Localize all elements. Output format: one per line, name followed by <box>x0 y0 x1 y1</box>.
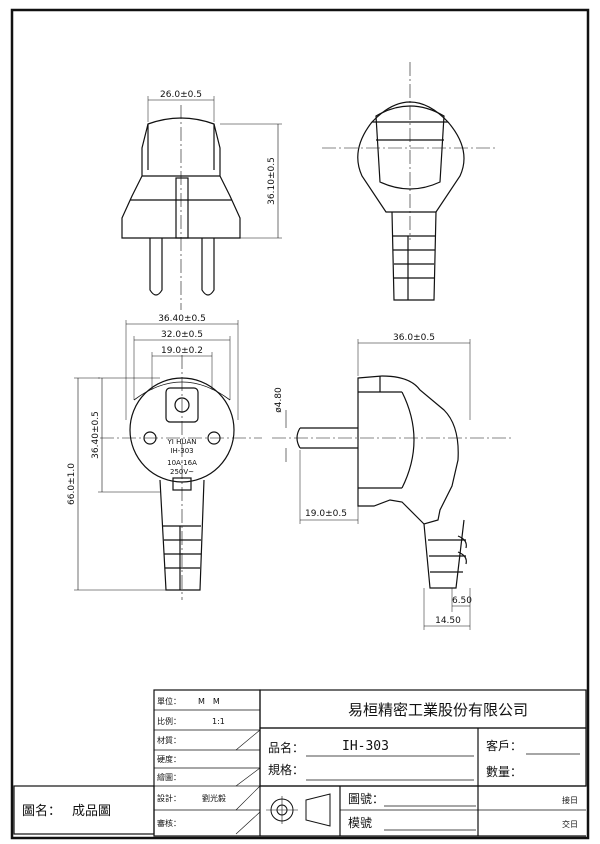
sheet-border <box>10 8 590 840</box>
dim-label-side-diameter: ø4.80 <box>274 387 284 413</box>
scale-label: 比例： <box>157 716 181 726</box>
plug-brand-text: YI HUAN <box>167 438 197 446</box>
material-label: 材質： <box>157 735 181 745</box>
spec-label: 規格： <box>268 762 304 777</box>
drawn-label: 繪圖： <box>157 772 181 782</box>
title-block <box>13 689 587 837</box>
mold-no-label: 模號 <box>348 816 372 830</box>
dim-label-front-height-small: 36.40±0.5 <box>91 411 101 459</box>
dim-side-tail-width: 14.50 <box>423 588 471 630</box>
scale-value: 1:1 <box>212 717 225 726</box>
unit-label: 單位： <box>157 696 181 706</box>
dim-front-outer-width: 36.40±0.5 <box>125 314 239 420</box>
dim-label-side-tail-small: 6.50 <box>452 596 472 606</box>
designer-name: 劉光毅 <box>202 793 226 803</box>
dim-label-side-width: 36.0±0.5 <box>393 333 435 343</box>
dim-side-diameter: ø4.80 <box>274 387 287 462</box>
dim-label-top-width: 26.0±0.5 <box>160 90 202 100</box>
dim-top-width: 26.0±0.5 <box>147 90 215 122</box>
product-name-value: IH-303 <box>342 739 389 754</box>
company-name: 易桓精密工業股份有限公司 <box>348 701 528 719</box>
delivery-date-label: 交日 <box>562 819 578 829</box>
side-view <box>272 375 512 589</box>
quantity-label: 數量： <box>486 765 522 779</box>
dim-label-front-outer-width: 36.40±0.5 <box>158 314 206 324</box>
drawing-no-label: 圖號： <box>348 792 384 806</box>
drawing-name-label: 圖名： <box>22 803 61 819</box>
dim-label-front-mid-width: 32.0±0.5 <box>161 330 203 340</box>
customer-label: 客戶： <box>486 738 522 753</box>
unit-value: M M <box>198 697 220 706</box>
drawing-name-value: 成品圖 <box>72 804 111 819</box>
dim-side-tail-small: 6.50 <box>451 588 472 612</box>
front-view <box>100 355 262 600</box>
plug-current-text: 10A-16A <box>167 459 197 467</box>
design-label: 設計： <box>157 793 181 803</box>
top-left-view <box>121 105 241 310</box>
dim-label-front-total-height: 66.0±1.0 <box>67 463 77 505</box>
dim-side-width: 36.0±0.5 <box>357 333 471 420</box>
product-name-label: 品名： <box>268 740 304 755</box>
plug-voltage-text: 250V~ <box>170 468 194 476</box>
top-right-view <box>322 62 498 301</box>
dim-label-top-height: 36.10±0.5 <box>267 157 277 205</box>
dim-front-total-height: 66.0±1.0 <box>67 377 166 591</box>
dim-top-height: 36.10±0.5 <box>220 123 282 239</box>
dim-side-pin-length: 19.0±0.5 <box>299 450 359 524</box>
dim-label-side-pin-length: 19.0±0.5 <box>305 509 347 519</box>
review-label: 審核： <box>157 818 181 828</box>
projection-symbol-icon <box>266 793 331 827</box>
dim-label-side-tail-width: 14.50 <box>435 616 461 626</box>
hardness-label: 硬度： <box>157 754 181 764</box>
receive-date-label: 接日 <box>562 795 578 805</box>
dim-front-mid-width: 32.0±0.5 <box>133 330 231 400</box>
dim-label-front-inner-width: 19.0±0.2 <box>161 346 203 356</box>
dim-front-inner-width: 19.0±0.2 <box>151 346 213 390</box>
plug-model-text: IH-303 <box>170 447 193 455</box>
dim-front-height-small: 36.40±0.5 <box>91 377 160 493</box>
